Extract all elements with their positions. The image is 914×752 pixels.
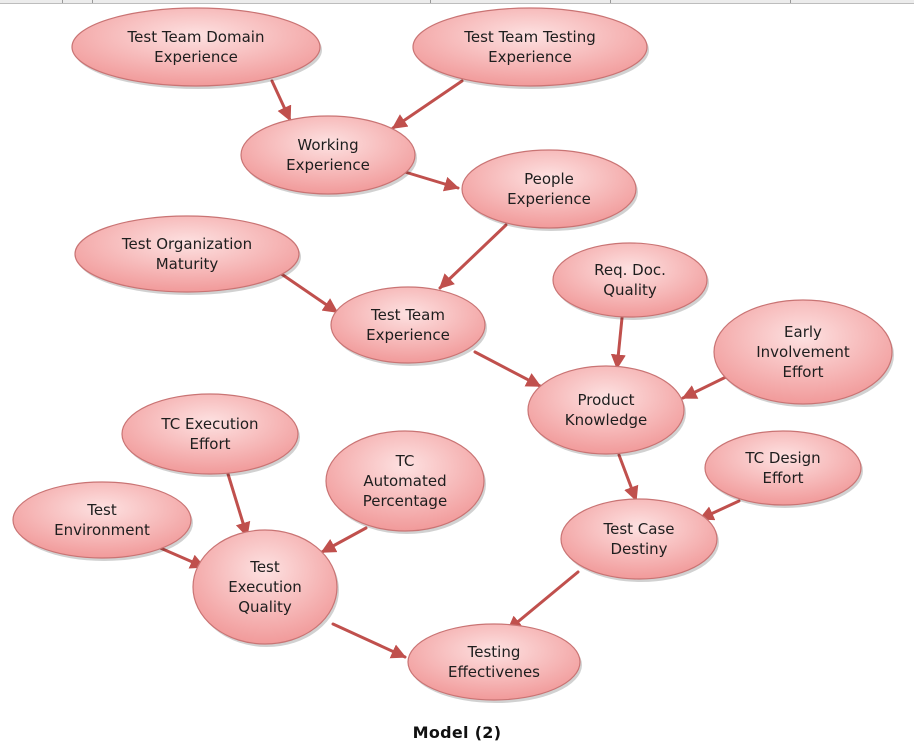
node-reqdoc: Req. Doc. Quality: [552, 242, 709, 320]
node-label: Working: [297, 136, 358, 154]
node-label: TC Execution: [160, 415, 258, 433]
figure-caption: Model (2): [412, 723, 502, 742]
node-label: Test Case: [602, 520, 674, 538]
node-ellipse: [121, 393, 299, 475]
node-label: Destiny: [610, 540, 667, 558]
arrow-reqdoc-to-product: [610, 316, 626, 370]
node-ellipse: [12, 481, 192, 559]
node-ellipse: [325, 430, 485, 532]
toolbar-separator: [790, 0, 791, 3]
arrow-testing-to-working: [391, 79, 464, 130]
node-ellipse: [192, 529, 338, 645]
node-label: Maturity: [156, 255, 219, 273]
node-ellipse: [461, 149, 637, 229]
node-label: Effort: [189, 435, 230, 453]
arrow-testenv-to-execqual: [156, 545, 206, 569]
node-label: Involvement: [756, 343, 850, 361]
toolbar-separator: [92, 0, 93, 3]
node-label: Effectivenes: [448, 663, 540, 681]
arrow-product-to-destiny: [617, 453, 639, 502]
node-label: Experience: [286, 156, 370, 174]
node-label: Early: [784, 323, 822, 341]
node-label: Quality: [238, 598, 292, 616]
arrow-orgmat-to-teamexp: [278, 271, 339, 314]
node-ellipse: [412, 7, 648, 87]
node-ellipse: [71, 7, 321, 87]
arrow-teamexp-to-product: [473, 350, 542, 388]
node-ellipse: [704, 430, 862, 506]
node-label: Req. Doc.: [594, 261, 666, 279]
node-label: Effort: [782, 363, 823, 381]
node-ellipse: [74, 215, 300, 293]
edges-layer: [156, 79, 741, 659]
toolbar-separator: [610, 0, 611, 3]
arrow-working-to-people: [403, 170, 460, 192]
node-label: Product: [578, 391, 635, 409]
node-label: TC Design: [744, 449, 820, 467]
arrow-execqual-to-effective: [331, 622, 407, 659]
node-ellipse: [407, 623, 581, 701]
node-label: Environment: [54, 521, 150, 539]
node-label: Test Team: [370, 306, 445, 324]
node-ellipse: [330, 286, 486, 364]
node-label: Quality: [603, 281, 657, 299]
toolbar-separator: [62, 0, 63, 3]
top-toolbar-strip: [0, 0, 914, 4]
node-ellipse: [552, 242, 708, 318]
node-label: Experience: [507, 190, 591, 208]
arrow-early-to-product: [681, 374, 730, 400]
node-ellipse: [560, 498, 718, 580]
toolbar-separator: [430, 0, 431, 3]
node-label: Test: [86, 501, 117, 519]
arrow-domain-to-working: [270, 79, 292, 122]
node-label: Knowledge: [565, 411, 647, 429]
node-ellipse: [527, 365, 685, 455]
node-ellipse: [240, 115, 416, 195]
node-label: Experience: [488, 48, 572, 66]
node-label: Experience: [154, 48, 238, 66]
arrow-tcexec-to-execqual: [226, 472, 251, 538]
arrow-people-to-teamexp: [438, 223, 508, 290]
node-label: People: [524, 170, 574, 188]
node-label: Experience: [366, 326, 450, 344]
node-label: Execution: [228, 578, 302, 596]
arrow-destiny-to-effective: [506, 570, 580, 632]
node-label: Test Team Domain: [127, 28, 265, 46]
arrow-tcauto-to-execqual: [320, 526, 368, 554]
node-label: Automated: [363, 472, 446, 490]
node-ellipse: [713, 299, 893, 405]
node-label: Effort: [762, 469, 803, 487]
node-label: Test Organization: [121, 235, 252, 253]
node-label: Test Team Testing: [463, 28, 595, 46]
node-label: Testing: [467, 643, 521, 661]
arrow-tcdesign-to-destiny: [698, 499, 741, 521]
node-label: Percentage: [363, 492, 447, 510]
node-label: TC: [395, 452, 415, 470]
node-label: Test: [249, 558, 280, 576]
